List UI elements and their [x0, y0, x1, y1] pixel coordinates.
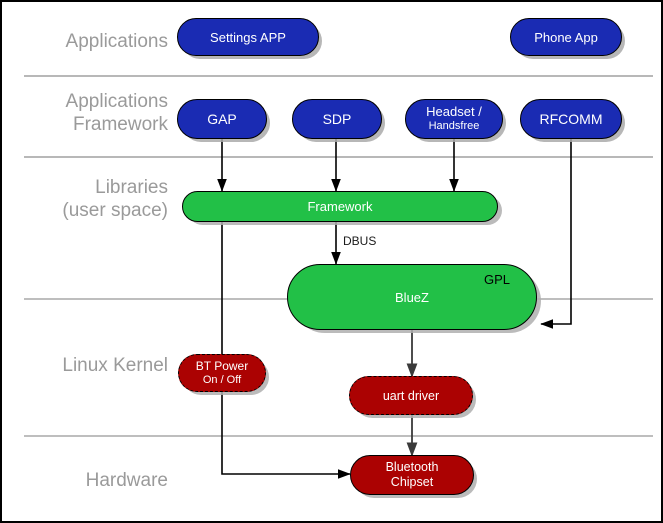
node-bt-power-label: BT Power — [195, 359, 249, 373]
node-bluez-gpl-badge: GPL — [484, 272, 511, 287]
node-settings-app[interactable]: Settings APP — [177, 18, 319, 56]
edge-rfcomm-bluez — [540, 139, 572, 329]
layer-label-hardware: Hardware — [85, 470, 168, 491]
node-bluez[interactable]: BlueZ — [287, 264, 537, 330]
node-bt-power-sublabel: On / Off — [202, 374, 242, 386]
layer-label-linux-kernel: Linux Kernel — [62, 355, 168, 376]
layer-label-apps-framework: Applications Framework — [65, 91, 168, 135]
node-bluetooth-chipset[interactable]: Bluetooth Chipset — [350, 455, 474, 495]
node-framework-label: Framework — [307, 199, 373, 214]
node-rfcomm-label: RFCOMM — [539, 111, 603, 127]
node-rfcomm[interactable]: RFCOMM — [520, 99, 622, 139]
node-sdp-label: SDP — [322, 111, 352, 127]
node-gap-label: GAP — [207, 111, 237, 127]
node-handsfree-sublabel: Handsfree — [428, 120, 480, 132]
node-uart-driver[interactable]: uart driver — [349, 376, 473, 415]
node-headset-handsfree[interactable]: Headset / Handsfree — [405, 99, 503, 139]
node-bluetooth-chipset-label: Bluetooth — [385, 460, 439, 474]
node-phone-app-label: Phone App — [534, 29, 598, 45]
node-settings-app-label: Settings APP — [210, 29, 286, 45]
node-bluetooth-chipset-sublabel: Chipset — [390, 475, 434, 489]
node-bluez-label: BlueZ — [395, 289, 429, 305]
edge-label-dbus: DBUS — [343, 234, 377, 248]
layer-label-libraries: Libraries (user space) — [62, 177, 168, 221]
node-headset-label: Headset / — [426, 104, 482, 119]
node-uart-driver-label: uart driver — [382, 388, 440, 403]
node-bt-power[interactable]: BT Power On / Off — [178, 354, 266, 392]
node-phone-app[interactable]: Phone App — [510, 18, 622, 56]
edge-framework-chipset — [221, 221, 351, 479]
node-framework[interactable]: Framework — [182, 191, 498, 222]
node-gap[interactable]: GAP — [177, 99, 267, 139]
layer-label-applications: Applications — [65, 31, 168, 52]
node-sdp[interactable]: SDP — [292, 99, 382, 139]
